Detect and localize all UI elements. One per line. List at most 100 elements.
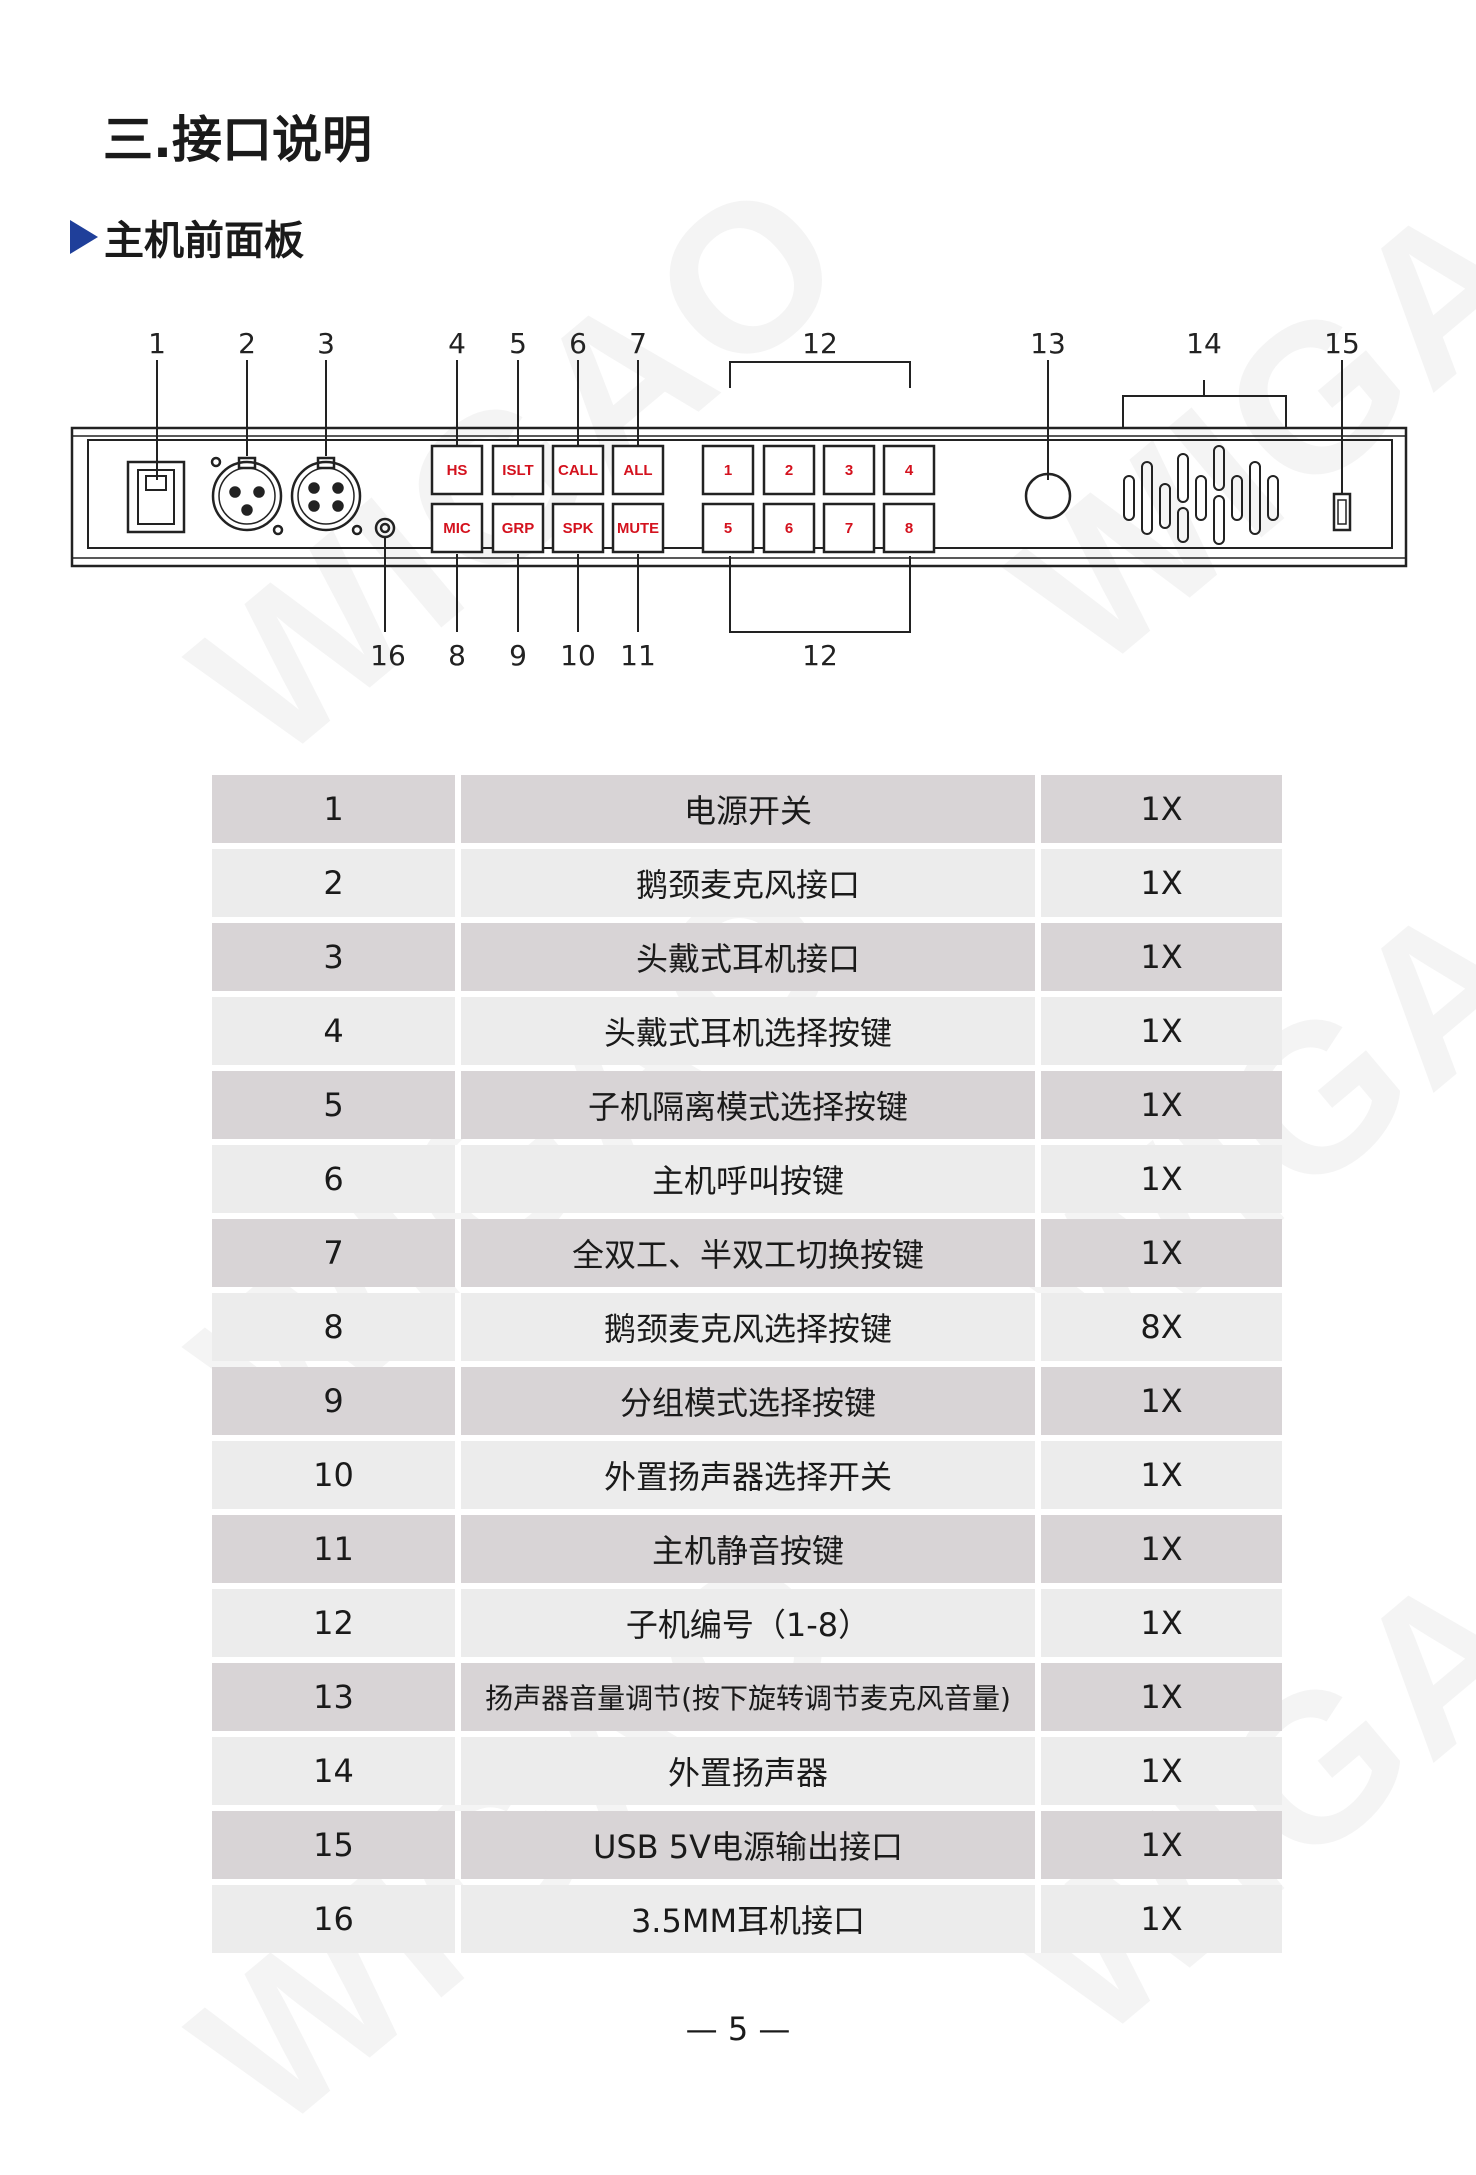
button-label-mic: MIC xyxy=(443,520,471,537)
item-number: 5 xyxy=(212,1071,461,1139)
item-name: USB 5V电源输出接口 xyxy=(461,1811,1041,1879)
item-name: 外置扬声器选择开关 xyxy=(461,1441,1041,1509)
callout-label: 10 xyxy=(560,639,596,672)
item-quantity: 1X xyxy=(1041,1367,1282,1435)
callout-label: 3 xyxy=(317,327,335,360)
item-number: 14 xyxy=(212,1737,461,1805)
section-title: 三.接口说明 xyxy=(103,111,372,169)
item-number: 9 xyxy=(212,1367,461,1435)
item-number: 6 xyxy=(212,1145,461,1213)
chassis xyxy=(70,426,1408,568)
item-name: 子机隔离模式选择按键 xyxy=(461,1071,1041,1139)
item-name: 3.5MM耳机接口 xyxy=(461,1885,1041,1953)
item-name: 主机静音按键 xyxy=(461,1515,1041,1583)
front-panel-diagram: HS ISLT CALL ALL MIC GRP SPK MUTE 1 2 3 … xyxy=(70,327,1408,672)
item-number: 1 xyxy=(212,775,461,843)
callout-label: 16 xyxy=(370,639,406,672)
callout-label: 2 xyxy=(238,327,256,360)
gooseneck-xlr-connector-icon xyxy=(210,456,284,536)
item-quantity: 1X xyxy=(1041,1219,1282,1287)
volume-knob-icon xyxy=(1024,472,1072,520)
headphone-jack-icon xyxy=(374,517,396,539)
item-quantity: 1X xyxy=(1041,1441,1282,1509)
station-number-buttons: 1 2 3 4 5 6 7 8 xyxy=(701,444,936,554)
subsection-heading: 主机前面板 xyxy=(70,208,304,266)
item-quantity: 1X xyxy=(1041,923,1282,991)
station-number-label: 8 xyxy=(905,520,913,537)
callout-label: 12 xyxy=(802,639,838,672)
station-number-label: 1 xyxy=(724,462,732,479)
item-name: 头戴式耳机接口 xyxy=(461,923,1041,991)
item-number: 7 xyxy=(212,1219,461,1287)
item-name: 头戴式耳机选择按键 xyxy=(461,997,1041,1065)
power-switch-icon xyxy=(126,460,186,534)
callout-label: 8 xyxy=(448,639,466,672)
speaker-grille-icon xyxy=(1123,445,1279,545)
station-number-label: 5 xyxy=(724,520,732,537)
item-number: 3 xyxy=(212,923,461,991)
item-quantity: 8X xyxy=(1041,1293,1282,1361)
item-number: 13 xyxy=(212,1663,461,1731)
callout-label: 7 xyxy=(629,327,647,360)
item-number: 4 xyxy=(212,997,461,1065)
button-label-islt: ISLT xyxy=(502,462,533,479)
item-quantity: 1X xyxy=(1041,1145,1282,1213)
item-name: 子机编号（1-8） xyxy=(461,1589,1041,1657)
item-name: 扬声器音量调节(按下旋转调节麦克风音量) xyxy=(461,1663,1041,1731)
button-label-mute: MUTE xyxy=(617,520,659,537)
station-number-label: 4 xyxy=(905,462,914,479)
station-number-label: 7 xyxy=(845,520,853,537)
item-name: 分组模式选择按键 xyxy=(461,1367,1041,1435)
item-number: 8 xyxy=(212,1293,461,1361)
station-number-label: 3 xyxy=(845,462,853,479)
callout-label: 14 xyxy=(1186,327,1222,360)
button-label-hs: HS xyxy=(447,462,468,479)
item-name: 外置扬声器 xyxy=(461,1737,1041,1805)
item-quantity: 1X xyxy=(1041,1811,1282,1879)
item-quantity: 1X xyxy=(1041,1589,1282,1657)
item-number: 11 xyxy=(212,1515,461,1583)
item-name: 鹅颈麦克风选择按键 xyxy=(461,1293,1041,1361)
item-number: 15 xyxy=(212,1811,461,1879)
item-quantity: 1X xyxy=(1041,1663,1282,1731)
item-number: 16 xyxy=(212,1885,461,1953)
callout-label: 12 xyxy=(802,327,838,360)
callout-label: 6 xyxy=(569,327,587,360)
station-number-label: 6 xyxy=(785,520,793,537)
callout-label: 13 xyxy=(1030,327,1066,360)
callout-label: 1 xyxy=(148,327,166,360)
item-quantity: 1X xyxy=(1041,1071,1282,1139)
item-name: 主机呼叫按键 xyxy=(461,1145,1041,1213)
item-number: 12 xyxy=(212,1589,461,1657)
button-label-all: ALL xyxy=(623,462,652,479)
item-name: 鹅颈麦克风接口 xyxy=(461,849,1041,917)
item-quantity: 1X xyxy=(1041,1515,1282,1583)
button-label-call: CALL xyxy=(558,462,598,479)
triangle-bullet-icon xyxy=(70,220,98,254)
button-label-spk: SPK xyxy=(563,520,594,537)
station-number-label: 2 xyxy=(785,462,793,479)
item-name: 全双工、半双工切换按键 xyxy=(461,1219,1041,1287)
function-buttons: HS ISLT CALL ALL MIC GRP SPK MUTE xyxy=(430,444,665,554)
item-quantity: 1X xyxy=(1041,1885,1282,1953)
leader-lines xyxy=(156,360,1343,633)
usb-port-icon xyxy=(1332,492,1352,532)
button-label-grp: GRP xyxy=(502,520,535,537)
page-number: — 5 — xyxy=(685,2010,791,2048)
item-quantity: 1X xyxy=(1041,997,1282,1065)
